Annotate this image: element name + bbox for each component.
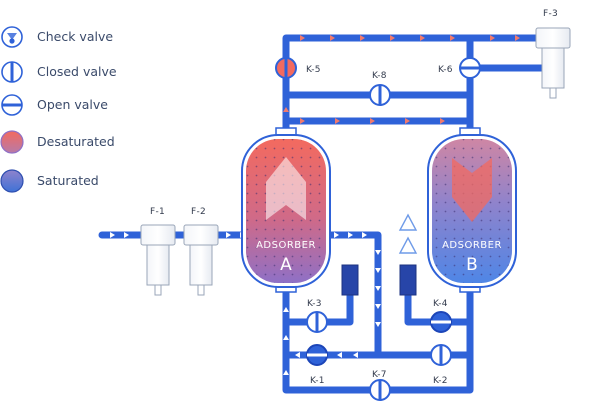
valve-k7[interactable] [369,379,391,401]
legend-saturated-icon [0,169,24,193]
valve-k2[interactable] [430,344,452,366]
valve-k1-label: K-1 [310,376,325,386]
filter-f1 [140,224,176,296]
valve-k5-label: K-5 [306,65,321,75]
valve-k6[interactable] [459,57,481,79]
closed-valve-icon [284,58,288,78]
up-arrow-icon [266,157,306,220]
valve-k8-label: K-8 [372,71,387,81]
closed-valve-icon [315,312,319,332]
silencer-right [399,264,417,296]
filter-f2 [183,224,219,296]
legend: Check valve Closed valve Open valve Desa… [0,26,117,193]
legend-label: Closed valve [37,64,117,79]
legend-desaturated-icon [0,130,24,154]
filter-f2-label: F-2 [191,207,206,217]
adsorber-b[interactable] [427,127,517,293]
closed-valve-icon [378,380,382,400]
legend-label: Saturated [37,173,99,188]
valve-k4-label: K-4 [433,299,448,309]
exhaust-triangle-icon [398,213,418,254]
open-valve-icon [460,66,480,70]
legend-label: Open valve [37,97,108,112]
legend-check-valve-icon [1,26,23,48]
valve-k1[interactable] [306,344,328,366]
valve-k3-label: K-3 [307,299,322,309]
down-arrow-icon [452,158,492,222]
filter-f1-label: F-1 [150,207,165,217]
valve-k4[interactable] [430,311,452,333]
legend-label: Desaturated [37,134,115,149]
silencer-left [341,264,359,296]
filter-f3 [535,27,571,99]
adsorber-b-title: ADSORBER [442,240,502,251]
valve-k3[interactable] [306,311,328,333]
valve-k6-label: K-6 [438,65,453,75]
legend-label: Check valve [37,29,113,44]
legend-open-valve-icon [1,94,23,116]
closed-valve-icon [431,320,451,324]
valve-k2-label: K-2 [433,376,448,386]
valve-k5[interactable] [275,57,297,79]
legend-closed-valve-icon [1,61,23,83]
filter-f3-label: F-3 [543,9,558,19]
closed-valve-icon [439,345,443,365]
closed-valve-icon [307,353,327,357]
adsorber-a-letter: A [280,255,292,275]
valve-k7-label: K-7 [372,370,387,380]
top-outlet-pipe [282,34,552,139]
valve-k8[interactable] [369,84,391,106]
adsorber-a[interactable] [241,127,331,293]
adsorber-a-title: ADSORBER [256,240,316,251]
closed-valve-icon [378,85,382,105]
adsorber-b-letter: B [466,255,478,275]
